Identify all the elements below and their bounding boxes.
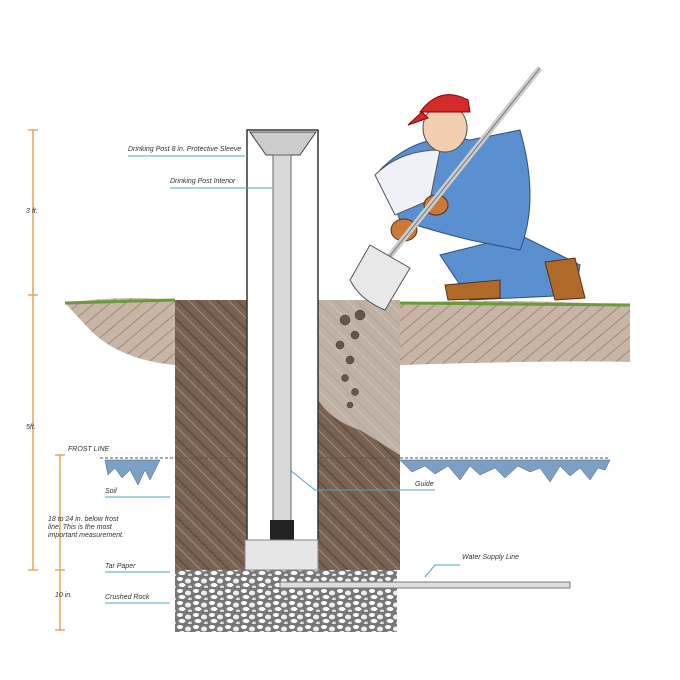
label-guide: Guide bbox=[415, 481, 434, 488]
label-water-supply-line: Water Supply Line bbox=[462, 554, 520, 561]
post-base bbox=[244, 539, 319, 571]
worker-illustration bbox=[335, 66, 586, 409]
dug-hole bbox=[318, 300, 400, 455]
leader-lines bbox=[105, 155, 460, 604]
dimension-10in: 10 in. bbox=[55, 592, 73, 599]
label-frost-line: FROST LINE bbox=[68, 446, 110, 453]
label-post-interior: Drinking Post Interior bbox=[170, 178, 236, 185]
frost-icicles bbox=[104, 459, 611, 486]
label-protective-sleeve: Drinking Post 8 in. Protective Sleeve bbox=[128, 146, 242, 153]
label-tar-paper: Tar Paper bbox=[105, 563, 136, 570]
post-fitting bbox=[270, 520, 294, 540]
post-interior bbox=[272, 154, 292, 531]
dimension-5ft: 5ft. bbox=[26, 424, 36, 431]
label-soil: Soil bbox=[105, 488, 117, 495]
dimension-lines bbox=[28, 129, 65, 631]
post-cap bbox=[249, 131, 317, 156]
label-crushed-rock: Crushed Rock bbox=[105, 594, 150, 601]
dimension-3ft: 3 ft. bbox=[26, 208, 38, 215]
water-supply-pipe bbox=[279, 581, 571, 589]
crushed-rock bbox=[175, 570, 397, 632]
label-frost-note: 18 to 24 in. below frost line. This is t… bbox=[48, 516, 124, 539]
ground-surface bbox=[64, 298, 631, 365]
